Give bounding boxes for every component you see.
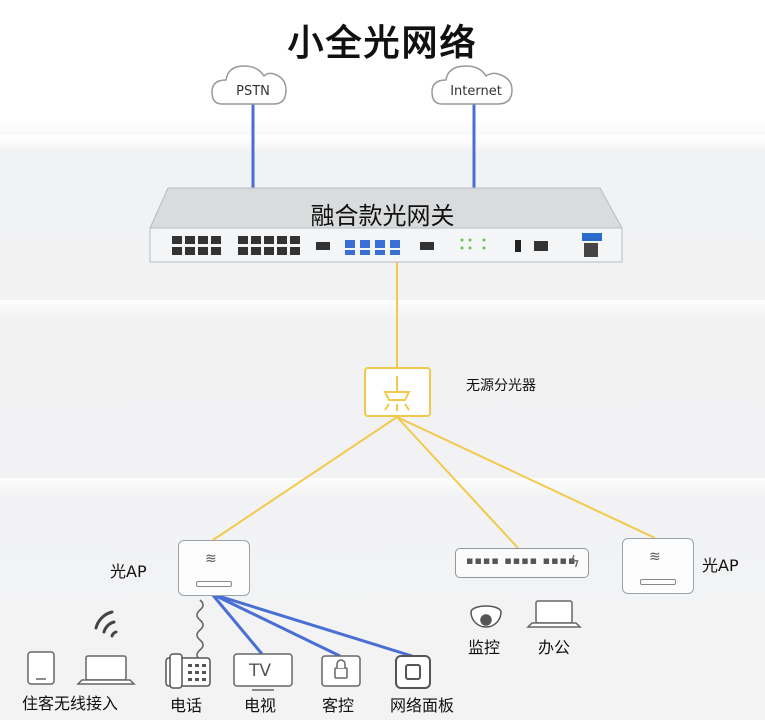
- fiber-splitter-switch: [396, 416, 519, 549]
- phone-icon: [165, 653, 211, 689]
- fiber-splitter-ap-left: [212, 416, 398, 541]
- tv-glyph: TV: [249, 661, 272, 681]
- guest-wireless-label: 住客无线接入: [22, 694, 119, 713]
- laptop-icon: [76, 655, 136, 685]
- switch-device: ▪▪▪▪ ▪▪▪▪ ▪▪▪▪ ϟ: [455, 548, 589, 578]
- ap-right-indicator: [640, 579, 676, 585]
- pstn-cloud-icon: [211, 65, 287, 105]
- office-label: 办公: [538, 638, 571, 657]
- phone-cable: [196, 599, 204, 661]
- ap-left-label: 光AP: [110, 562, 147, 581]
- gateway-label: 融合款光网关: [310, 202, 455, 230]
- ap-right-label: 光AP: [702, 556, 739, 575]
- ap-right-wifi-icon: ≋: [649, 549, 661, 565]
- internet-cloud-icon: [431, 65, 513, 105]
- tv-label: 电视: [244, 696, 277, 715]
- link-ap-tv: [210, 593, 264, 655]
- diagram-title: 小全光网络: [287, 23, 478, 64]
- ap-left-device: ≋: [178, 540, 250, 596]
- phone-label: 电话: [170, 696, 203, 715]
- pstn-label: PSTN: [236, 84, 270, 99]
- tv-icon: [233, 653, 293, 691]
- gateway-device-icon: [149, 187, 623, 263]
- splitter-label: 无源分光器: [466, 378, 536, 394]
- ap-left-wifi-icon: ≋: [205, 551, 217, 567]
- monitor-label: 监控: [468, 638, 501, 657]
- switch-ports: ▪▪▪▪ ▪▪▪▪ ▪▪▪▪: [466, 554, 577, 567]
- ap-right-device: ≋: [622, 538, 694, 594]
- camera-icon: [470, 605, 502, 628]
- fiber-splitter-ap-right: [396, 416, 656, 539]
- internet-label: Internet: [450, 84, 502, 99]
- link-ap-room-control: [211, 592, 341, 658]
- link-ap-panel: [211, 592, 413, 658]
- network-panel-label: 网络面板: [390, 696, 455, 715]
- lock-icon: [321, 655, 361, 687]
- network-panel-icon: [395, 655, 431, 689]
- wifi-signal-icon: [94, 610, 118, 638]
- room-control-label: 客控: [322, 696, 355, 715]
- ap-left-indicator: [196, 581, 232, 587]
- tablet-icon: [27, 651, 55, 685]
- office-laptop-icon: [526, 600, 582, 628]
- splitter-icon: [364, 367, 431, 417]
- lightning-icon: ϟ: [569, 552, 580, 571]
